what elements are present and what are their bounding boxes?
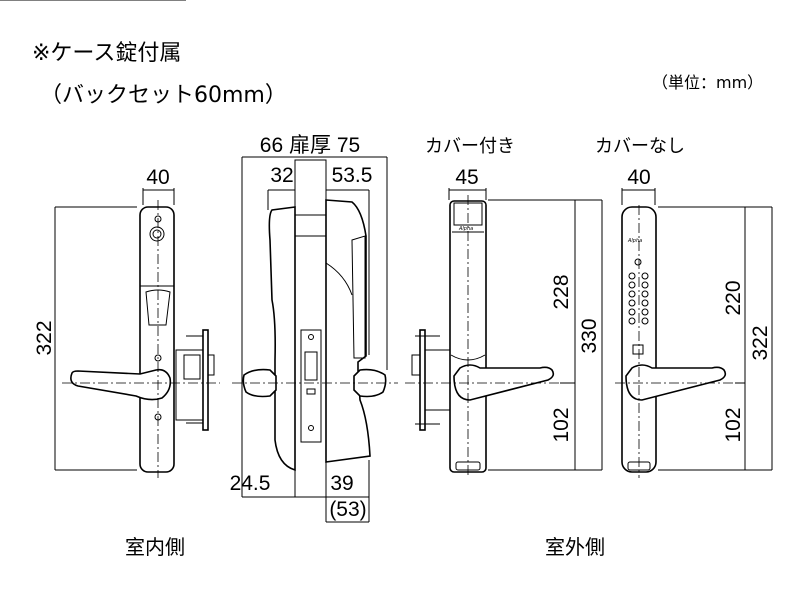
keypad [628,272,649,325]
key-cylinder-icon [149,226,165,242]
indoor-front-view: 40 322 [0,0,220,478]
outdoor-with-cover-view: カバー付き 45 Alpha 228 330 102 [405,136,603,478]
without-cover-label: カバーなし [595,136,685,157]
title: ※ケース錠付属 [32,41,181,66]
without-cover-width-dim: 40 [627,166,650,189]
outdoor-lever-handle [453,364,555,401]
indoor-escutcheon [139,206,175,473]
indoor-width-dim: 40 [146,166,169,189]
screw-icon [154,354,162,362]
without-cover-lower-dim: 102 [722,407,745,442]
outer-projection-dim: 53.5 [332,164,373,187]
with-cover-lower-dim: 102 [550,407,573,442]
side-view: 66 扉厚 75 32 53.5 2 [230,134,398,523]
keypad-lever-handle [625,364,727,401]
outer-lever-dim: 39 [330,472,353,495]
with-cover-upper-dim: 228 [550,274,573,309]
indicator-icon [632,344,644,355]
indoor-label: 室内側 [125,535,185,559]
outer-lever-alt-dim: (53) [329,498,366,521]
with-cover-label: カバー付き [425,136,515,157]
without-cover-upper-dim: 220 [722,280,745,315]
inner-projection-dim: 32 [270,164,293,187]
indoor-height-dim: 322 [33,320,56,355]
brand-logo: Alpha [627,238,642,244]
door-thickness-dim: 66 扉厚 75 [260,134,360,157]
outer-lever-side [353,368,387,398]
outdoor-label: 室外側 [545,535,605,559]
indoor-lever-handle [70,368,172,401]
without-cover-total-dim: 322 [749,325,772,360]
with-cover-width-dim: 45 [455,166,478,189]
outdoor-without-cover-view: カバーなし 40 Alpha 220 322 102 [595,136,773,478]
unit-label: （単位：mm） [652,73,763,92]
brand-logo: Alpha [458,226,473,232]
with-cover-total-dim: 330 [578,318,601,353]
inner-lever-dim: 24.5 [230,472,271,495]
subtitle: （バックセット60mm） [40,83,287,108]
